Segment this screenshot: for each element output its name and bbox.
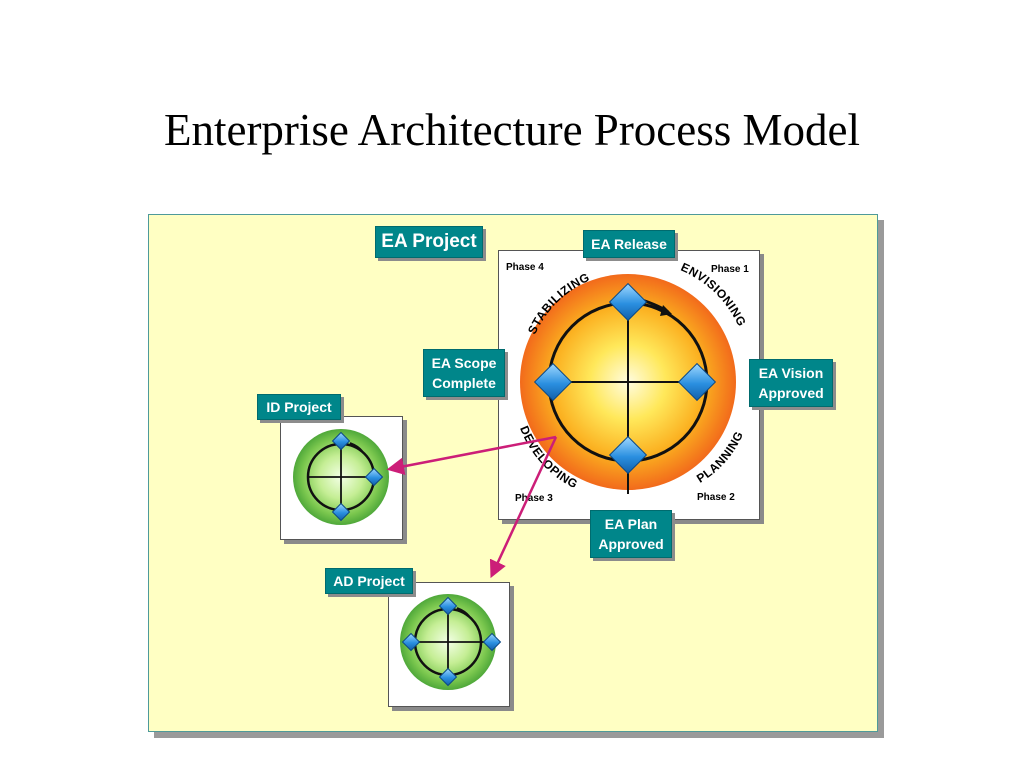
ea-scope-line1: EA Scope [431,355,497,371]
ea-scope-line2: Complete [432,375,496,391]
ad-project-tag: AD Project [325,568,413,594]
ea-scope-tag: EA Scope Complete [423,349,505,397]
ea-project-tag: EA Project [375,226,483,258]
arrow-to-id-project [386,435,557,475]
ea-vision-line2: Approved [758,385,824,401]
page-title: Enterprise Architecture Process Model [163,105,861,155]
ea-plan-line1: EA Plan [604,516,658,532]
arrow-to-ad-project [489,436,558,579]
ad-project-cycle [400,594,502,690]
phase-1-label: Phase 1 [711,264,749,275]
ea-project-label: EA Project [381,231,477,252]
id-project-tag: ID Project [257,394,341,420]
ea-plan-tag: EA Plan Approved [590,510,672,558]
ad-project-label: AD Project [333,573,405,589]
ea-milestone-diamonds [533,282,717,475]
ea-plan-line2: Approved [598,536,664,552]
phase-3-label: Phase 3 [515,493,553,504]
phase-4-label: Phase 4 [506,262,544,273]
id-project-cycle [293,429,389,525]
ea-vision-line1: EA Vision [758,365,824,381]
phase-2-label: Phase 2 [697,492,735,503]
id-project-label: ID Project [266,399,332,415]
ea-release-label: EA Release [591,236,667,252]
ea-vision-tag: EA Vision Approved [749,359,833,407]
ea-release-tag: EA Release [583,230,675,258]
